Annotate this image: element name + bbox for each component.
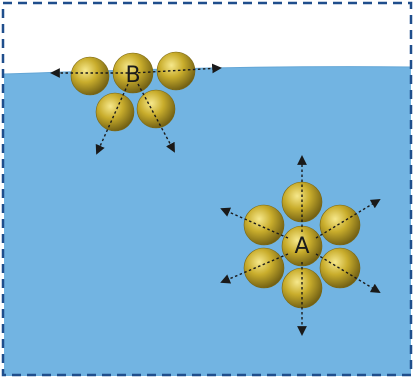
molecule-a-label: A — [294, 234, 309, 259]
surface-molecule-b: B — [50, 51, 222, 155]
force-arrow-down-left — [220, 253, 289, 284]
neighbor-sphere — [243, 247, 285, 289]
neighbor-sphere — [70, 56, 110, 96]
neighbor-sphere — [243, 204, 285, 246]
neighbor-sphere — [156, 51, 196, 91]
force-arrow-up-right — [315, 198, 381, 239]
neighbor-sphere — [319, 247, 361, 289]
neighbor-sphere — [136, 89, 176, 129]
molecule-b-label: B — [125, 63, 140, 88]
neighbor-sphere — [319, 204, 361, 246]
bulk-molecule-a: A — [220, 155, 381, 336]
force-arrow-down-right — [315, 253, 381, 294]
force-arrow-up-left — [220, 207, 289, 239]
